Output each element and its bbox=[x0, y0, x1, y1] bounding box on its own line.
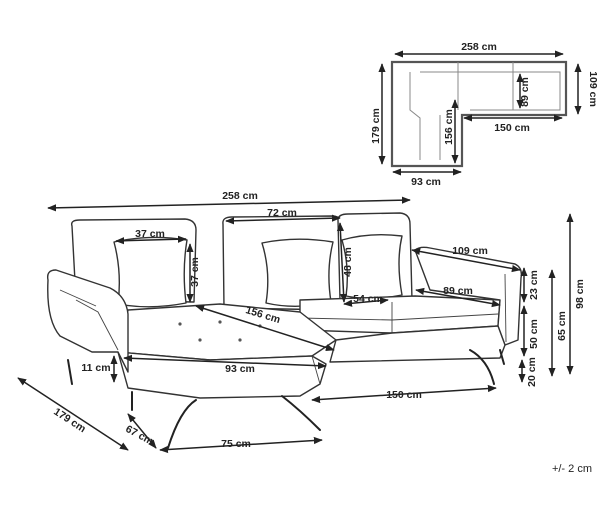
pillow-height-label: 37 cm bbox=[189, 257, 201, 287]
leg-main-back bbox=[499, 349, 505, 365]
back-height-label: 48 cm bbox=[342, 247, 354, 277]
plan-back-line bbox=[420, 71, 561, 111]
leg-main-right bbox=[469, 349, 495, 385]
sofa-drawing bbox=[46, 212, 523, 449]
plan-chaise-inner-label: 156 cm bbox=[443, 109, 455, 145]
tolerance-note: +/- 2 cm bbox=[552, 463, 592, 475]
plan-chaise-length-label: 179 cm bbox=[370, 108, 382, 144]
plan-depth-label: 109 cm bbox=[587, 71, 599, 107]
chaise-front-label: 75 cm bbox=[221, 438, 251, 450]
plan-outline bbox=[390, 60, 568, 168]
leg-left-back bbox=[67, 359, 73, 385]
total-width-label: 258 cm bbox=[222, 190, 258, 202]
chaise-seat-width-dim bbox=[123, 354, 327, 370]
seat-inner-depth-label: 89 cm bbox=[443, 285, 473, 297]
seat-base-height-label: 50 cm bbox=[528, 319, 540, 349]
side-depth-dim bbox=[411, 247, 521, 273]
side-depth-label: 109 cm bbox=[452, 245, 488, 257]
arm-height-label: 23 cm bbox=[528, 270, 540, 300]
chaise-seat-length-dim bbox=[195, 305, 335, 351]
pillow-left bbox=[113, 236, 188, 308]
leg-chaise-left bbox=[167, 399, 197, 449]
plan-view: 258 cm 109 cm 89 cm 179 cm 156 cm 150 cm… bbox=[370, 41, 599, 188]
plan-main-seat-label: 150 cm bbox=[494, 122, 530, 134]
cushion-thickness-label: 11 cm bbox=[81, 362, 110, 374]
leg-height-label: 20 cm bbox=[526, 357, 538, 387]
main-width-label: 150 cm bbox=[386, 389, 422, 401]
back-width-dim bbox=[225, 214, 341, 225]
back-height-dim bbox=[336, 222, 348, 303]
chaise-length-dim bbox=[17, 377, 129, 451]
seat-depth-label: 54 cm bbox=[353, 293, 383, 305]
front-dimensions: 258 cm 37 cm 37 cm 72 cm 48 cm 54 cm 156… bbox=[17, 190, 592, 475]
leg-chaise-right bbox=[281, 395, 321, 431]
chaise-front-dim bbox=[159, 436, 323, 454]
pillow-right bbox=[341, 233, 403, 299]
plan-seat-line bbox=[409, 72, 421, 160]
main-width-dim bbox=[311, 384, 497, 404]
chaise-end-dim bbox=[127, 413, 157, 449]
seat-inner-depth-dim bbox=[415, 287, 501, 308]
plan-chaise-width-label: 93 cm bbox=[411, 176, 441, 188]
seat-depth-dim bbox=[343, 297, 389, 307]
left-arm bbox=[46, 269, 129, 373]
chaise-seat-width-label: 93 cm bbox=[225, 363, 255, 375]
pillow-width-dim bbox=[115, 235, 187, 245]
chaise-length-label: 179 cm bbox=[51, 406, 87, 435]
seat-height-label: 65 cm bbox=[556, 311, 568, 341]
total-height-label: 98 cm bbox=[574, 279, 586, 309]
pillow-width-label: 37 cm bbox=[135, 228, 165, 240]
main-base bbox=[329, 325, 506, 363]
back-width-label: 72 cm bbox=[267, 207, 297, 219]
plan-width-label: 258 cm bbox=[461, 41, 497, 53]
plan-seat-depth-label: 89 cm bbox=[519, 77, 531, 107]
total-width-dim bbox=[47, 196, 411, 212]
pillow-middle bbox=[261, 238, 334, 307]
